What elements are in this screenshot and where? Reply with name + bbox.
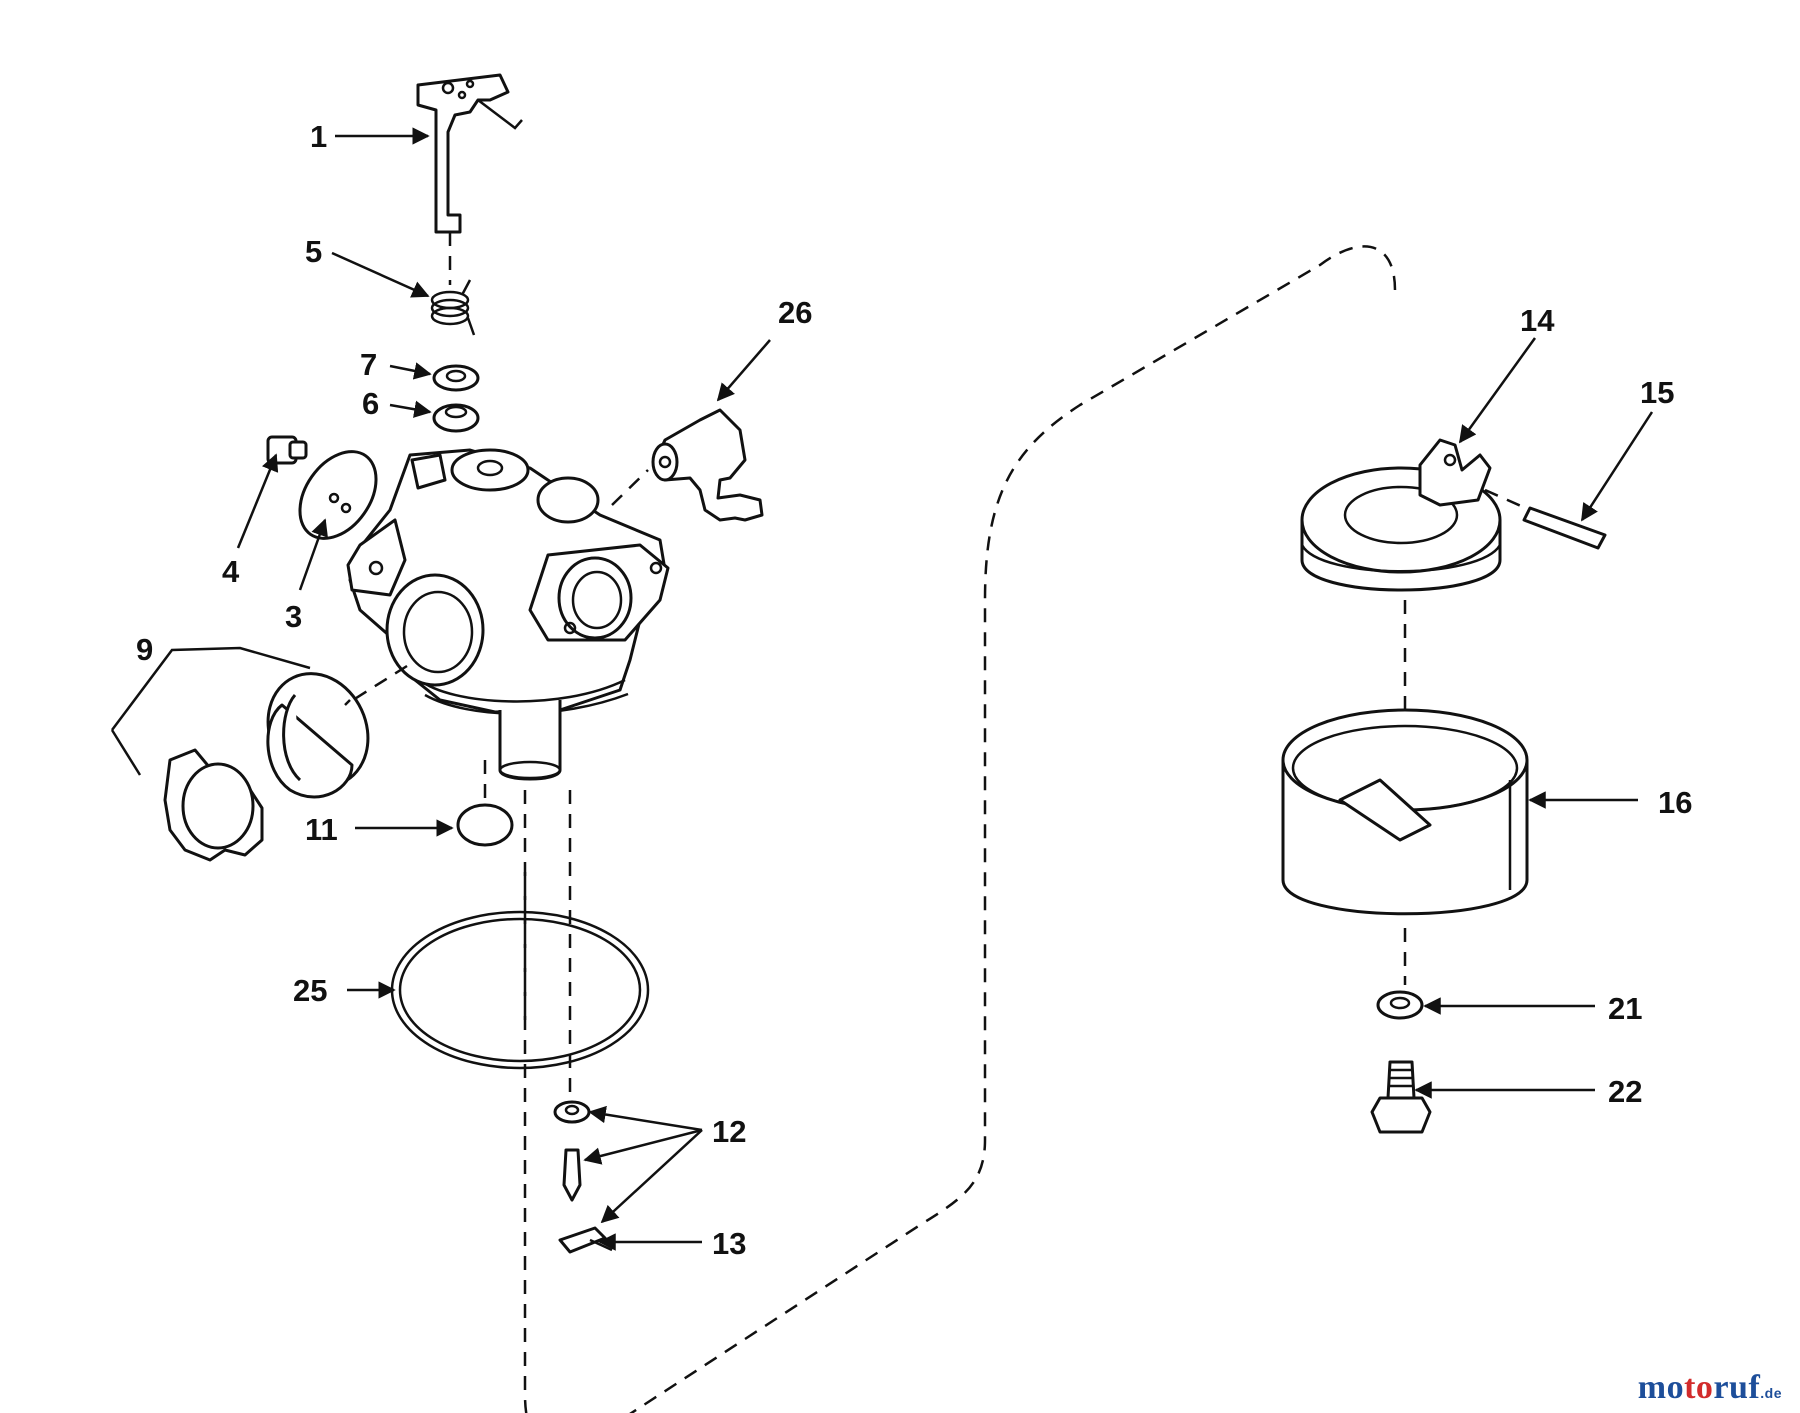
- callout-1: 1: [310, 119, 327, 154]
- callout-22: 22: [1608, 1074, 1642, 1109]
- watermark-suffix: .de: [1760, 1385, 1782, 1401]
- part-13-needle-clip: [558, 1226, 613, 1254]
- leader-lines: [236, 127, 1654, 1251]
- watermark-part-1: mo: [1637, 1369, 1685, 1406]
- callout-15: 15: [1640, 375, 1674, 410]
- part-11-welch-plug: [456, 803, 514, 847]
- callout-6: 6: [362, 386, 379, 421]
- callout-3: 3: [285, 599, 302, 634]
- watermark-logo: motoruf.de: [1638, 1369, 1782, 1407]
- callout-11: 11: [305, 812, 338, 847]
- part-15-float-pin: [1522, 506, 1607, 550]
- callout-4: 4: [222, 554, 240, 589]
- watermark-part-3: ruf: [1713, 1369, 1761, 1406]
- callout-25: 25: [293, 973, 327, 1008]
- part-9-retainer-ring: [163, 748, 264, 862]
- part-1-throttle-shaft: [416, 73, 523, 234]
- part-3-throttle-plate: [298, 450, 378, 540]
- callout-7: 7: [360, 347, 377, 382]
- callout-9: 9: [136, 632, 153, 667]
- part-25-bowl-gasket: [390, 910, 650, 1070]
- callout-5: 5: [305, 234, 322, 269]
- part-6-seal: [432, 403, 480, 433]
- part-26-fuel-inlet-elbow: [651, 408, 764, 522]
- part-14-float: [1300, 438, 1502, 592]
- callout-14: 14: [1520, 303, 1555, 338]
- part-12-needle-seat-washer: [553, 1100, 591, 1124]
- part-16-float-bowl: [1281, 708, 1529, 916]
- watermark-part-2: to: [1684, 1369, 1714, 1406]
- callout-26: 26: [778, 295, 812, 330]
- part-5-spring: [430, 279, 476, 336]
- callout-12: 12: [712, 1114, 746, 1149]
- part-9-primer-bulb: [266, 672, 370, 799]
- part-carburetor-body: [346, 448, 670, 781]
- part-7-washer: [432, 364, 480, 392]
- part-22-bowl-nut: [1370, 1060, 1432, 1134]
- part-21-bowl-washer: [1376, 990, 1424, 1020]
- callout-13: 13: [712, 1226, 746, 1261]
- callout-16: 16: [1658, 785, 1692, 820]
- fuel-path-dashed-loop: [523, 245, 1397, 1413]
- callout-21: 21: [1608, 991, 1642, 1026]
- part-12-inlet-needle: [562, 1148, 582, 1202]
